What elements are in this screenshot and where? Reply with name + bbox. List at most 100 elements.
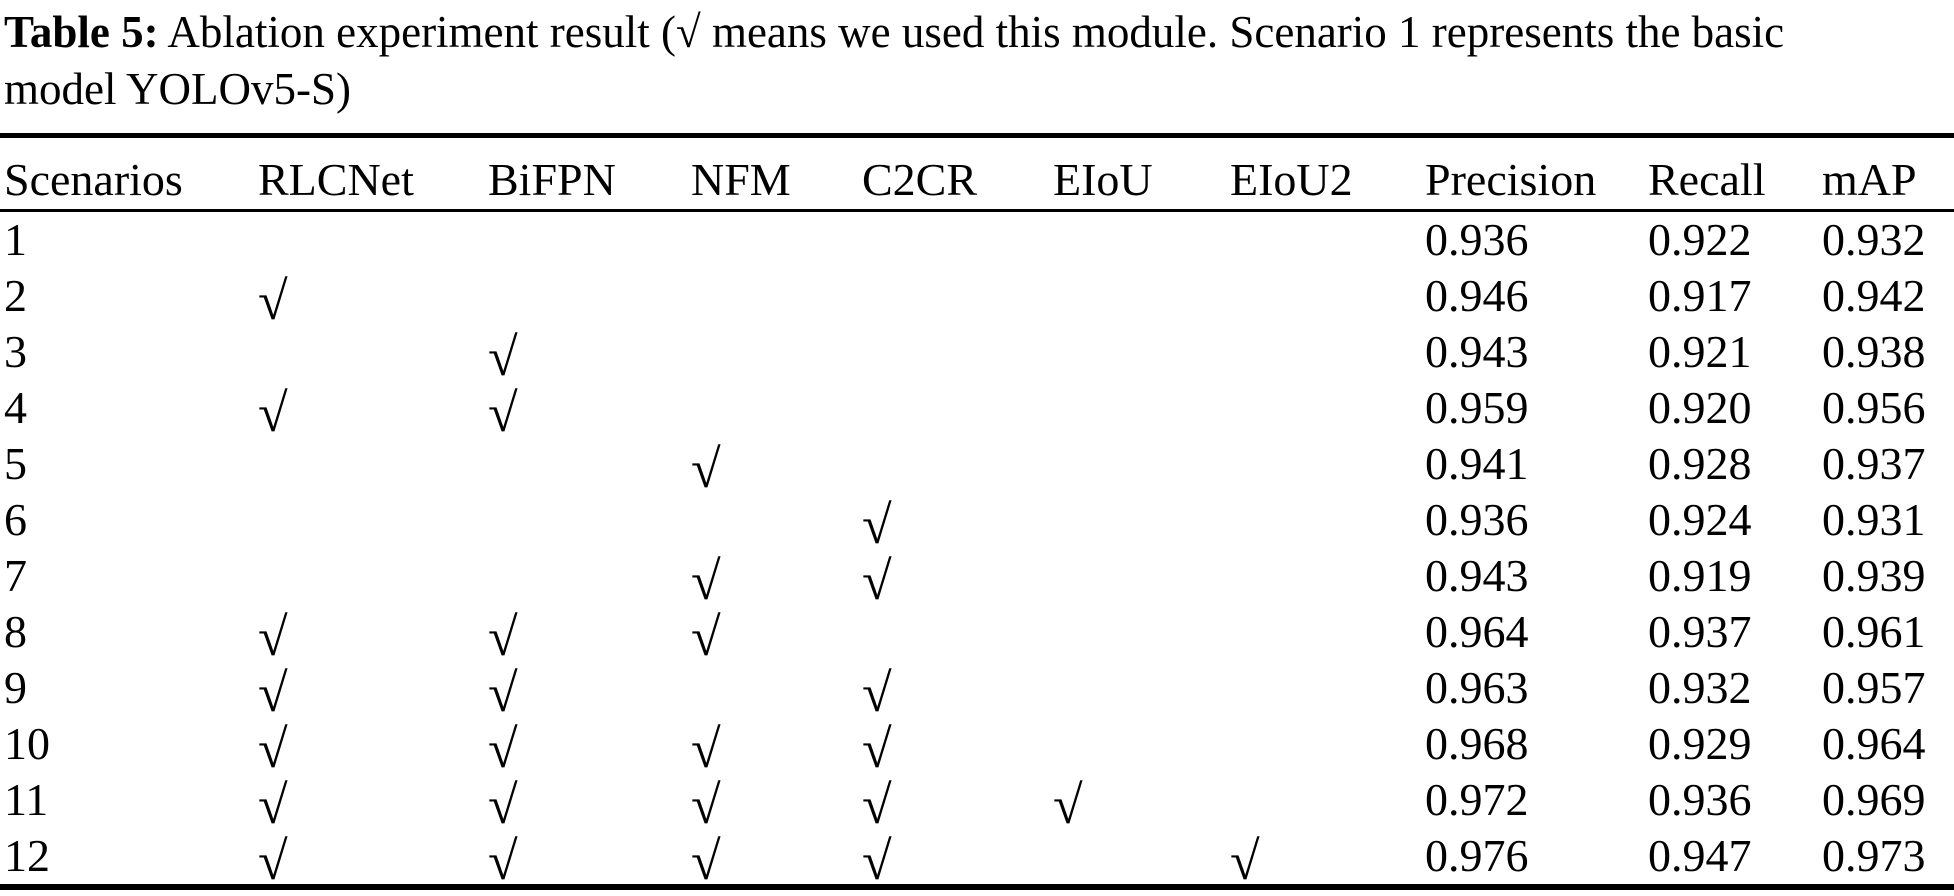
module-check-cell-bifpn: √: [488, 772, 691, 832]
caption-line-2: model YOLOv5-S): [4, 64, 352, 114]
checkmark-icon: √: [862, 551, 892, 611]
scenario-cell: 11: [4, 774, 49, 825]
precision-cell: 0.946: [1425, 270, 1529, 321]
module-check-cell-bifpn: √: [488, 828, 691, 891]
module-check-cell-rlcnet: [258, 211, 488, 269]
checkmark-icon: √: [488, 663, 518, 723]
precision-cell: 0.968: [1425, 718, 1529, 769]
map-cell: 0.973: [1822, 828, 1954, 890]
checkmark-icon: √: [488, 719, 518, 779]
module-check-cell-nfm: [691, 211, 862, 269]
module-check-cell-eiou2: √: [1230, 828, 1425, 891]
checkmark-icon: √: [488, 607, 518, 667]
caption-text: Ablation experiment result (√ means we u…: [158, 7, 1785, 57]
module-check-cell-eiou: [1053, 660, 1230, 716]
map-cell: 0.956: [1822, 382, 1926, 433]
column-header-c2cr: C2CR: [862, 138, 1053, 212]
module-check-cell-nfm: √: [691, 772, 862, 832]
module-check-cell-rlcnet: √: [258, 828, 488, 891]
column-header-nfm: NFM: [691, 138, 862, 212]
recall-cell: 0.947: [1648, 828, 1822, 890]
module-check-cell-bifpn: [488, 548, 691, 604]
recall-cell: 0.919: [1648, 550, 1752, 601]
map-cell: 0.938: [1822, 326, 1926, 377]
map-cell: 0.937: [1822, 438, 1926, 489]
module-check-cell-nfm: √: [691, 604, 862, 664]
module-check-cell-nfm: [691, 660, 862, 716]
map-cell: 0.932: [1822, 214, 1926, 265]
checkmark-icon: √: [258, 663, 288, 723]
checkmark-icon: √: [1053, 775, 1083, 835]
checkmark-icon: √: [862, 831, 892, 891]
checkmark-icon: √: [691, 551, 721, 611]
recall-cell: 0.922: [1648, 214, 1752, 265]
module-check-cell-rlcnet: [258, 436, 488, 492]
module-check-cell-rlcnet: √: [258, 716, 488, 776]
module-check-cell-rlcnet: √: [258, 268, 488, 328]
precision-cell: 0.936: [1425, 494, 1529, 545]
scenario-cell: 8: [4, 606, 27, 657]
scenario-cell: 6: [4, 494, 27, 545]
map-cell: 0.964: [1822, 718, 1926, 769]
column-header-scenarios: Scenarios: [0, 138, 258, 212]
checkmark-icon: √: [258, 831, 288, 891]
module-check-cell-eiou2: [1230, 380, 1425, 436]
module-check-cell-nfm: √: [691, 436, 862, 496]
recall-cell: 0.929: [1648, 718, 1752, 769]
precision-cell: 0.963: [1425, 662, 1529, 713]
module-check-cell-eiou2: [1230, 492, 1425, 548]
table-label: Table 5:: [4, 7, 159, 57]
module-check-cell-eiou: [1053, 324, 1230, 380]
module-check-cell-rlcnet: √: [258, 772, 488, 832]
precision-cell: 0.941: [1425, 438, 1529, 489]
module-check-cell-nfm: [691, 380, 862, 436]
module-check-cell-bifpn: √: [488, 380, 691, 440]
checkmark-icon: √: [488, 775, 518, 835]
precision-cell: 0.972: [1425, 774, 1529, 825]
module-check-cell-nfm: [691, 492, 862, 548]
checkmark-icon: √: [488, 831, 518, 891]
checkmark-icon: √: [862, 719, 892, 779]
scenario-cell: 9: [4, 662, 27, 713]
module-check-cell-bifpn: [488, 492, 691, 548]
column-header-eiou2: EIoU2: [1230, 138, 1425, 212]
column-header-eiou: EIoU: [1053, 138, 1230, 212]
checkmark-icon: √: [691, 775, 721, 835]
module-check-cell-eiou: [1053, 828, 1230, 890]
precision-cell: 0.976: [1425, 828, 1648, 890]
module-check-cell-eiou2: [1230, 604, 1425, 660]
precision-cell: 0.943: [1425, 550, 1529, 601]
module-check-cell-eiou2: [1230, 436, 1425, 492]
module-check-cell-eiou2: [1230, 716, 1425, 772]
checkmark-icon: √: [862, 775, 892, 835]
module-check-cell-c2cr: √: [862, 548, 1053, 608]
recall-cell: 0.936: [1648, 774, 1752, 825]
scenario-cell: 2: [4, 270, 27, 321]
map-cell: 0.957: [1822, 662, 1926, 713]
recall-cell: 0.920: [1648, 382, 1752, 433]
scenario-cell: 7: [4, 550, 27, 601]
checkmark-icon: √: [258, 271, 288, 331]
module-check-cell-rlcnet: √: [258, 604, 488, 664]
map-cell: 0.961: [1822, 606, 1926, 657]
map-cell: 0.942: [1822, 270, 1926, 321]
checkmark-icon: √: [1230, 831, 1260, 891]
scenario-cell: 1: [4, 214, 27, 265]
module-check-cell-eiou2: [1230, 660, 1425, 716]
module-check-cell-c2cr: [862, 211, 1053, 269]
module-check-cell-eiou2: [1230, 548, 1425, 604]
module-check-cell-nfm: [691, 324, 862, 380]
scenario-cell: 12: [0, 828, 258, 890]
module-check-cell-rlcnet: [258, 324, 488, 380]
